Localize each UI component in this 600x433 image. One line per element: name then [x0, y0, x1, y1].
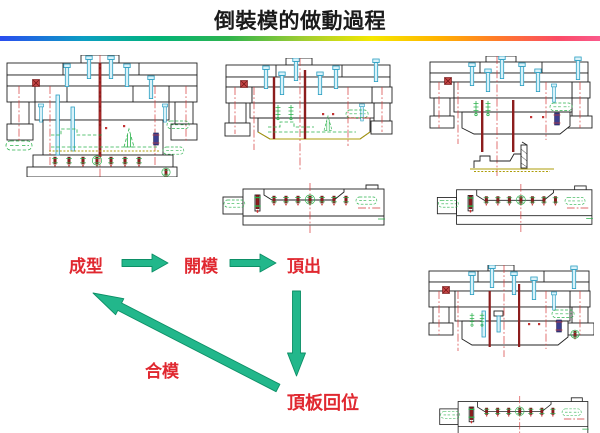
flow-step-plate-return: 頂板回位 — [287, 393, 359, 413]
arrow-eject-to-return — [287, 290, 306, 377]
arrow-molding-to-open — [121, 253, 169, 273]
slide-title: 倒裝模的做動過程 — [214, 9, 386, 33]
mold-return-drawing — [428, 265, 594, 357]
flow-step-eject: 頂出 — [287, 257, 321, 276]
mold-closed-drawing — [5, 55, 198, 177]
mold-open-ejector-plate-drawing — [222, 183, 392, 233]
mold-ejected-drawing — [429, 56, 593, 176]
arrow-open-to-eject — [229, 253, 277, 273]
flow-step-mold-close: 合模 — [145, 362, 179, 381]
mold-ejected-ejector-plate-drawing — [433, 184, 600, 232]
flow-step-molding: 成型 — [69, 257, 103, 276]
flow-step-mold-open: 開模 — [184, 257, 218, 276]
mold-open-drawing — [224, 58, 393, 170]
rainbow-divider — [0, 36, 600, 41]
arrow-return-to-molding — [92, 292, 281, 393]
mold-return-ejector-plate-drawing — [436, 396, 598, 433]
